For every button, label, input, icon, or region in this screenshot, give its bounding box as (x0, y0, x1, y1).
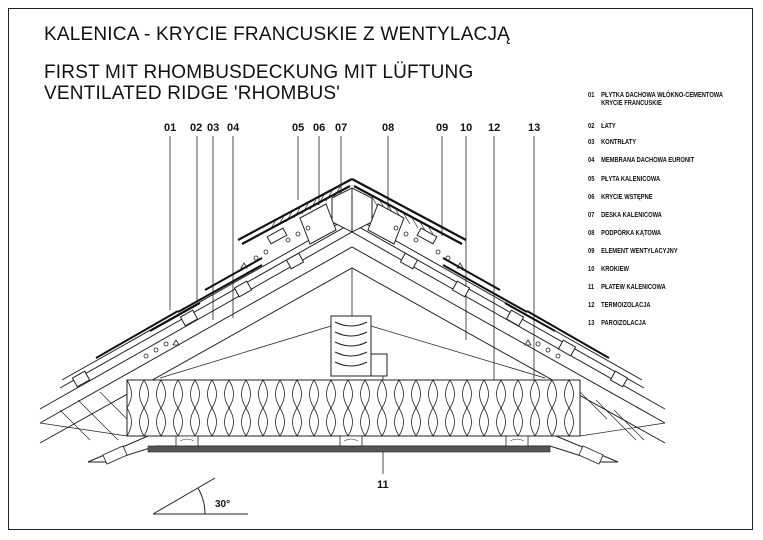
callout-11: 11 (377, 479, 389, 491)
ventilation-elements (266, 227, 438, 245)
ceiling (87, 435, 619, 465)
vent-markers (143, 225, 561, 359)
callout-02: 02 (190, 122, 202, 134)
callout-08: 08 (382, 122, 394, 134)
callout-12: 12 (488, 122, 500, 134)
roof-tiles (95, 257, 610, 359)
callout-01: 01 (164, 122, 176, 134)
ridge-board (299, 187, 405, 245)
callout-03: 03 (207, 122, 219, 134)
leader-lines (169, 136, 535, 474)
battens (71, 252, 629, 388)
callout-05: 05 (292, 122, 304, 134)
angle-label: 30° (215, 499, 230, 510)
angle-indicator (152, 477, 248, 515)
title-english: VENTILATED RIDGE 'RHOMBUS' (44, 83, 341, 104)
callout-numbers: 01 02 03 04 05 06 07 08 09 10 12 13 11 (164, 122, 540, 491)
ridge-purlin (330, 315, 388, 377)
thermal-insulation (126, 379, 581, 437)
callout-13: 13 (528, 122, 540, 134)
title-polish: KALENICA - KRYCIE FRANCUSKIE Z WENTYLACJ… (44, 24, 511, 45)
callout-10: 10 (460, 122, 472, 134)
callout-07: 07 (335, 122, 347, 134)
drawing-frame (8, 8, 753, 530)
title-german: FIRST MIT RHOMBUSDECKUNG MIT LÜFTUNG (44, 62, 474, 83)
callout-06: 06 (313, 122, 325, 134)
callout-09: 09 (436, 122, 448, 134)
callout-04: 04 (227, 122, 240, 134)
gable-lines (159, 268, 546, 379)
